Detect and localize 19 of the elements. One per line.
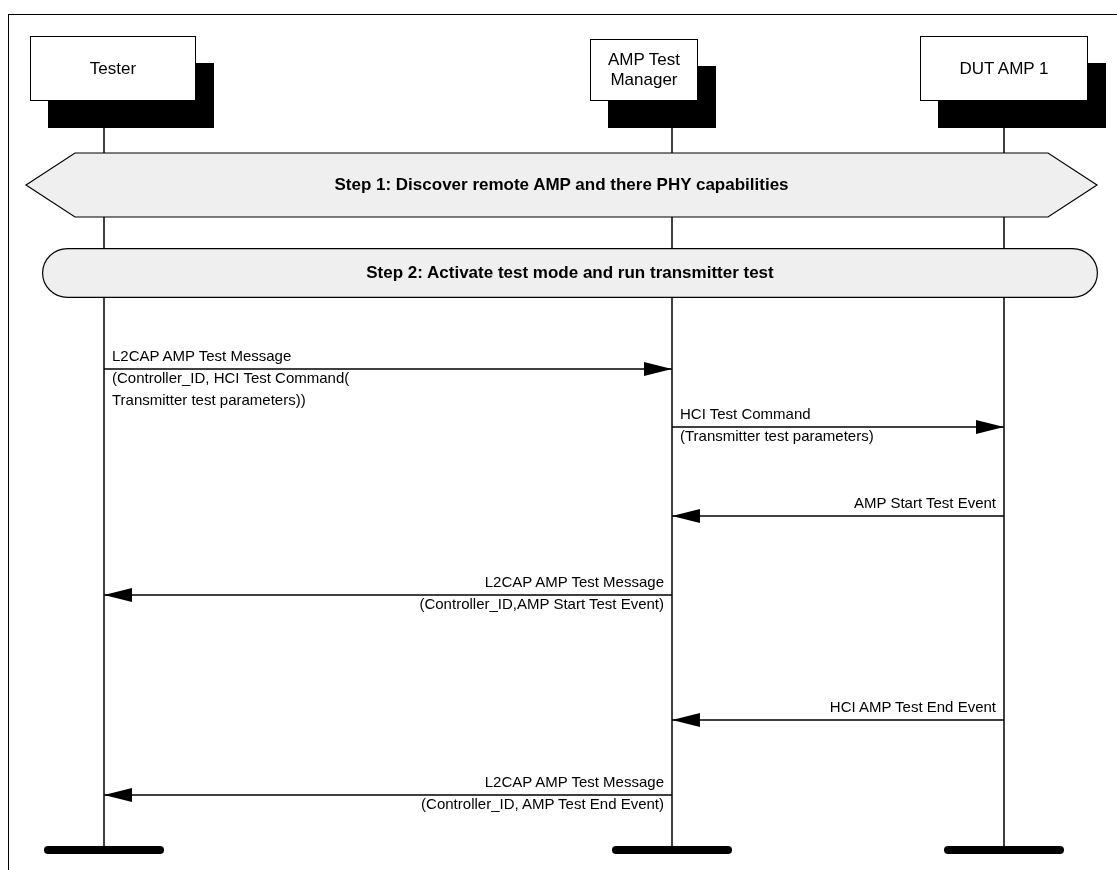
step-title: Step 2: Activate test mode and run transmitter test	[365, 262, 775, 284]
message-arrow	[671, 420, 1005, 434]
message-label: AMP Start Test Event	[853, 493, 996, 513]
message-arrow	[103, 588, 673, 602]
message-arrow	[103, 788, 673, 802]
step-pill	[42, 248, 1098, 298]
participant-name: Tester	[88, 57, 138, 80]
step-band	[25, 152, 1098, 218]
message-arrow	[671, 713, 1005, 727]
step-title: Step 1: Discover remote AMP and there PHY capabilities	[333, 174, 790, 196]
participant-name: DUT AMP 1	[958, 57, 1050, 80]
message-arrow	[103, 362, 673, 376]
message-label: HCI Test Command (Transmitter test parameters)	[680, 404, 875, 446]
message-arrow	[671, 509, 1005, 523]
message-label: L2CAP AMP Test Message (Controller_ID, AMP Test End Event)	[420, 772, 664, 814]
participant-name: AMP Test Manager	[606, 49, 682, 91]
message-label: L2CAP AMP Test Message (Controller_ID, HCI Test Command( Transmitter test parameters))	[112, 346, 351, 410]
message-label: L2CAP AMP Test Message (Controller_ID,AMP Start Test Event)	[418, 572, 664, 614]
message-label: HCI AMP Test End Event	[828, 697, 996, 717]
